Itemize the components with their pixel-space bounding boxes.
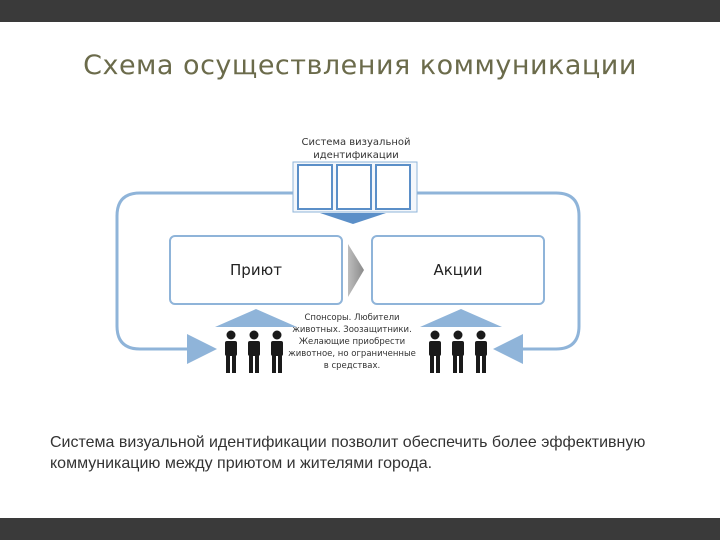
top-bar xyxy=(0,0,720,22)
audience-line: в средствах. xyxy=(324,361,380,371)
audience-line: животных. Зоозащитники. xyxy=(292,325,412,335)
person-icon xyxy=(475,330,487,373)
identity-label-line2: идентификации xyxy=(313,150,398,161)
box-shelter xyxy=(169,235,343,305)
loop-arrow-right xyxy=(412,191,581,364)
person-icon xyxy=(452,330,464,373)
person-icon xyxy=(271,330,283,373)
slide-caption: Система визуальной идентификации позволи… xyxy=(50,434,646,472)
box-actions xyxy=(371,235,545,305)
person-icon xyxy=(248,330,260,373)
person-icon xyxy=(429,330,441,373)
up-arrow-left xyxy=(215,309,297,327)
audience-line: Желающие приобрести xyxy=(299,337,405,347)
audience-line: Спонсоры. Любители xyxy=(304,313,399,323)
audience-line: животное, но ограниченные xyxy=(288,349,416,359)
slide-title: Схема осуществления коммуникации xyxy=(83,50,637,81)
identity-down-arrow xyxy=(320,213,386,224)
bottom-bar xyxy=(0,518,720,540)
identity-block xyxy=(336,164,372,210)
identity-label-line1: Система визуальной xyxy=(301,137,410,148)
chevron-arrow xyxy=(348,244,364,297)
identity-block xyxy=(375,164,411,210)
box-shelter-label: Приют xyxy=(230,261,282,279)
loop-arrow-left xyxy=(115,191,298,364)
up-arrow-right xyxy=(420,309,502,327)
identity-block xyxy=(297,164,333,210)
box-actions-label: Акции xyxy=(433,261,482,279)
person-icon xyxy=(225,330,237,373)
